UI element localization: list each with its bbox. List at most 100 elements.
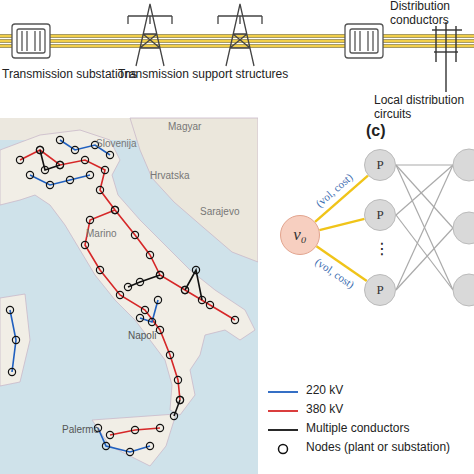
component-label: Transmission support structures bbox=[118, 68, 298, 82]
grid-node bbox=[148, 318, 155, 325]
grid-node bbox=[131, 231, 138, 238]
map-place: Slovenija bbox=[96, 138, 166, 150]
map-place: Napoli bbox=[128, 330, 188, 342]
legend-line-sample bbox=[268, 391, 298, 393]
grid-node bbox=[86, 216, 93, 223]
grid-line bbox=[20, 150, 235, 320]
transformer-coil bbox=[355, 31, 373, 51]
grid-node bbox=[146, 442, 153, 449]
grid-node bbox=[124, 283, 131, 290]
grid-line bbox=[128, 275, 160, 287]
graph-circle bbox=[453, 149, 474, 181]
map-place: Palermo bbox=[62, 424, 122, 436]
node-text: P bbox=[376, 157, 383, 173]
grid-node bbox=[66, 176, 73, 183]
grid-line bbox=[30, 175, 90, 185]
grid-node bbox=[136, 314, 143, 321]
grid-node bbox=[106, 151, 113, 158]
transformer-core bbox=[17, 29, 45, 53]
link-line bbox=[396, 165, 453, 290]
grid-node bbox=[106, 431, 113, 438]
grid-node bbox=[126, 448, 133, 455]
grid-node bbox=[156, 271, 163, 278]
grid-line bbox=[98, 428, 150, 452]
grid-node bbox=[8, 368, 15, 375]
grid-network bbox=[6, 136, 238, 455]
transformer-body bbox=[345, 24, 383, 58]
link-line bbox=[396, 164, 453, 165]
link-line bbox=[396, 165, 453, 215]
distribution-pole bbox=[432, 22, 462, 92]
grid-node bbox=[206, 301, 213, 308]
link-line bbox=[396, 165, 453, 228]
grid-line bbox=[140, 300, 158, 322]
link-line bbox=[396, 228, 453, 290]
map-place: Hrvatska bbox=[150, 170, 220, 182]
tower-crossarm bbox=[128, 16, 172, 24]
graph-links bbox=[396, 165, 453, 290]
grid-node bbox=[176, 396, 183, 403]
grid-node bbox=[156, 271, 163, 278]
grid-node bbox=[176, 396, 183, 403]
grid-node bbox=[131, 426, 138, 433]
grid-node bbox=[96, 266, 103, 273]
grid-node bbox=[6, 306, 13, 313]
grid-node bbox=[41, 166, 48, 173]
grid-line bbox=[85, 210, 180, 400]
grid-node bbox=[198, 296, 205, 303]
legend-text: Nodes (plant or substation) bbox=[306, 441, 450, 455]
pole-crossarm bbox=[434, 51, 458, 52]
tower-lattice bbox=[226, 4, 254, 66]
graph-circle bbox=[453, 274, 474, 306]
sea bbox=[0, 118, 258, 474]
grid-node bbox=[16, 156, 23, 163]
grid-node bbox=[102, 442, 109, 449]
grid-node bbox=[96, 186, 103, 193]
component-label: Local distribution circuits bbox=[374, 94, 474, 122]
grid-node bbox=[36, 146, 43, 153]
grid-node bbox=[56, 161, 63, 168]
italy-land bbox=[0, 130, 255, 415]
ellipsis-mark: ⋮ bbox=[374, 240, 388, 258]
legend-line-sample bbox=[268, 410, 298, 412]
sardinia-land bbox=[0, 294, 30, 386]
grid-node bbox=[174, 376, 181, 383]
link-line bbox=[396, 165, 453, 290]
plant-node: P bbox=[364, 149, 396, 181]
grid-node bbox=[156, 326, 163, 333]
grid-node bbox=[181, 286, 188, 293]
plant-node: P bbox=[364, 199, 396, 231]
grid-node bbox=[166, 351, 173, 358]
graph-circle bbox=[453, 212, 474, 244]
grid-node bbox=[170, 412, 177, 419]
legend-text: Multiple conductors bbox=[306, 422, 409, 436]
grid-node bbox=[111, 206, 118, 213]
grid-line bbox=[185, 270, 202, 300]
grid-node bbox=[116, 291, 123, 298]
legend-text: 220 kV bbox=[306, 384, 343, 398]
transmission-tower bbox=[218, 4, 262, 66]
grid-node bbox=[81, 156, 88, 163]
node-text: P bbox=[376, 282, 383, 298]
conductor-outline bbox=[0, 44, 474, 47]
legend-line-sample bbox=[268, 429, 298, 431]
grid-node bbox=[231, 316, 238, 323]
pole bbox=[445, 22, 446, 92]
grid-node bbox=[86, 171, 93, 178]
node-text: v₀ bbox=[293, 225, 306, 245]
transformer-body bbox=[12, 24, 50, 58]
grid-node bbox=[156, 424, 163, 431]
panel-letter: (c) bbox=[366, 122, 406, 140]
grid-node bbox=[12, 336, 19, 343]
transformer-coil bbox=[22, 31, 40, 51]
grid-node bbox=[141, 306, 148, 313]
map-place: Magyar bbox=[168, 121, 228, 133]
grid-node bbox=[36, 146, 43, 153]
grid-node bbox=[154, 296, 161, 303]
transmission-tower bbox=[128, 4, 172, 66]
drop-wire bbox=[455, 26, 456, 62]
grid-node bbox=[56, 161, 63, 168]
node-text: P bbox=[376, 207, 383, 223]
grid-node bbox=[81, 241, 88, 248]
